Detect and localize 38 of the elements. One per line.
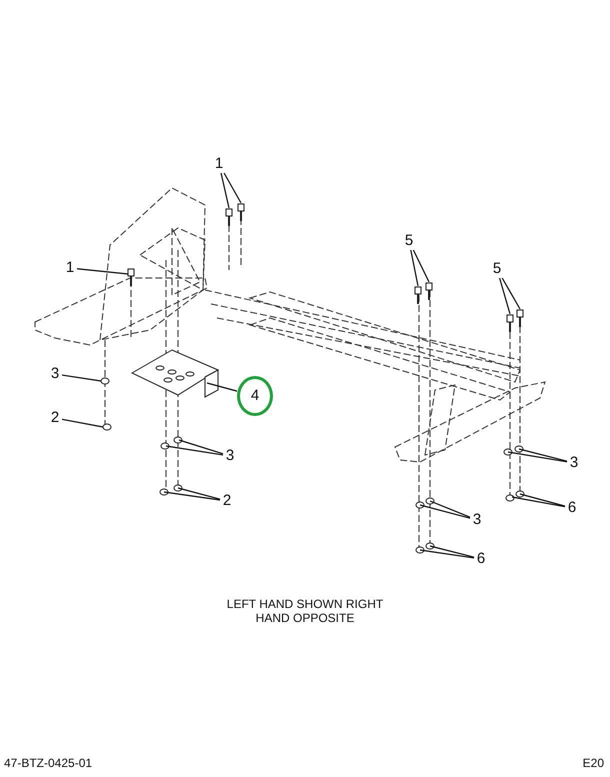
leader-line <box>518 448 568 462</box>
leader-line <box>206 382 238 392</box>
leader-line <box>178 487 220 500</box>
leader-line <box>220 172 230 208</box>
leader-line <box>62 418 104 428</box>
leader-line <box>412 250 430 282</box>
leader-line <box>508 451 568 462</box>
leader-line <box>430 500 470 518</box>
leader-line <box>224 172 242 204</box>
callout-number: 5 <box>490 260 504 278</box>
leader-line <box>164 491 220 501</box>
callout-number: 1 <box>212 155 226 173</box>
page-number: E20 <box>582 756 604 770</box>
callout-number: 3 <box>470 511 484 529</box>
callout-number: 5 <box>402 232 416 250</box>
callout-number: 3 <box>567 454 581 472</box>
callout-number: 2 <box>48 409 62 427</box>
callout-number: 3 <box>223 447 237 465</box>
leader-line <box>420 549 474 559</box>
leader-line <box>520 493 566 507</box>
leader-line <box>410 250 419 286</box>
leader-line <box>502 278 521 310</box>
note-text: LEFT HAND SHOWN RIGHT HAND OPPOSITE <box>226 597 384 625</box>
callout-number: 6 <box>565 499 579 517</box>
leader-line <box>62 374 102 382</box>
callout-number: 2 <box>220 492 234 510</box>
drawing-number: 47-BTZ-0425-01 <box>4 756 92 770</box>
callout-number: 4 <box>237 376 273 416</box>
callout-number: 3 <box>48 365 62 383</box>
leader-line <box>166 445 224 456</box>
callout-number: 6 <box>474 550 488 568</box>
callout-number: 1 <box>63 259 77 277</box>
leader-line <box>178 439 224 454</box>
leader-line <box>430 545 474 558</box>
leader-line <box>76 268 128 275</box>
leader-line <box>420 504 470 519</box>
leader-line <box>499 278 511 314</box>
leader-line <box>512 496 566 508</box>
